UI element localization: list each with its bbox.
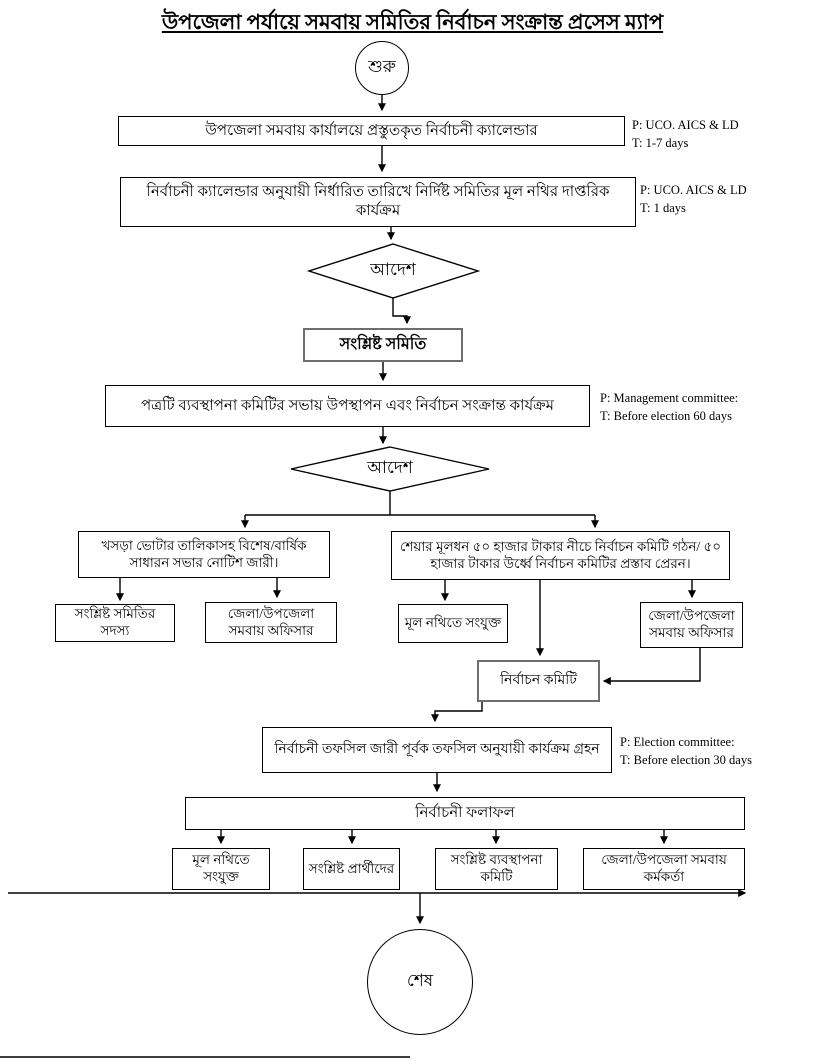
connector-officer-committee bbox=[602, 648, 701, 685]
node-result-record: মূল নথিতে সংযুক্ত bbox=[172, 848, 270, 890]
node-concerned-society: সংশ্লিষ্ট সমিতি bbox=[303, 328, 463, 362]
annotation-official-p: P: UCO. AICS & LD bbox=[640, 183, 747, 197]
annotation-presentation-t: T: Before election 60 days bbox=[600, 409, 732, 424]
node-coop-officer-right: জেলা/উপজেলা সমবায় অফিসার bbox=[640, 602, 743, 648]
connector-committee-schedule bbox=[431, 702, 483, 723]
decision2-label: আদেশ bbox=[367, 458, 413, 477]
node-official-activity: নির্বাচনী ক্যালেন্ডার অনুযায়ী নির্ধারিত… bbox=[120, 177, 636, 227]
end-terminator: শেষ bbox=[367, 929, 473, 1035]
annotation-presentation: P: Management committee: T: Before elect… bbox=[600, 389, 738, 425]
node-share-capital: শেয়ার মূলধন ৫০ হাজার টাকার নীচে নির্বাচ… bbox=[391, 531, 730, 580]
node-presentation: পত্রটি ব্যবস্থাপনা কমিটির সভায় উপস্থাপন… bbox=[105, 385, 590, 427]
annotation-schedule-t: T: Before election 30 days bbox=[620, 753, 752, 768]
node-coop-officer-left: জেলা/উপজেলা সমবায় অফিসার bbox=[205, 602, 337, 643]
decision1-label: আদেশ bbox=[370, 260, 416, 279]
node-schedule-action: নির্বাচনী তফসিল জারী পূর্বক তফসিল অনুযায… bbox=[262, 727, 612, 773]
annotation-calendar: P: UCO. AICS & LD T: 1-7 days bbox=[632, 116, 739, 152]
node-result-officer: জেলা/উপজেলা সমবায় কর্মকর্তা bbox=[583, 848, 745, 890]
annotation-official-t: T: 1 days bbox=[640, 201, 686, 216]
decision2-diamond bbox=[290, 446, 490, 492]
node-result-candidates: সংশ্লিষ্ট প্রার্থীদের bbox=[303, 848, 400, 890]
node-society-members: সংশ্লিষ্ট সমিতির সদস্য bbox=[55, 604, 175, 642]
node-notice-issue: খসড়া ভোটার তালিকাসহ বিশেষ/বার্ষিক সাধার… bbox=[78, 531, 330, 578]
annotation-presentation-p: P: Management committee: bbox=[600, 391, 739, 405]
page-title: উপজেলা পর্যায়ে সমবায় সমিতির নির্বাচন স… bbox=[161, 10, 664, 34]
node-result-committee: সংশ্লিষ্ট ব্যবস্থাপনা কমিটি bbox=[435, 848, 558, 890]
connector-decision1-society bbox=[392, 298, 411, 325]
annotation-official: P: UCO. AICS & LD T: 1 days bbox=[640, 181, 747, 217]
annotation-calendar-p: P: UCO. AICS & LD bbox=[632, 118, 739, 132]
node-results: নির্বাচনী ফলাফল bbox=[185, 797, 745, 830]
node-attached-record: মূল নথিতে সংযুক্ত bbox=[398, 604, 508, 643]
node-election-calendar: উপজেলা সমবায় কার্যালয়ে প্রস্তুতকৃত নির… bbox=[118, 116, 625, 146]
annotation-schedule-p: P: Election committee: bbox=[620, 735, 735, 749]
start-terminator: শুরু bbox=[355, 41, 409, 95]
annotation-calendar-t: T: 1-7 days bbox=[632, 136, 689, 151]
node-election-committee: নির্বাচন কমিটি bbox=[477, 660, 600, 702]
decision1-diamond bbox=[306, 243, 481, 299]
annotation-schedule: P: Election committee: T: Before electio… bbox=[620, 733, 752, 769]
